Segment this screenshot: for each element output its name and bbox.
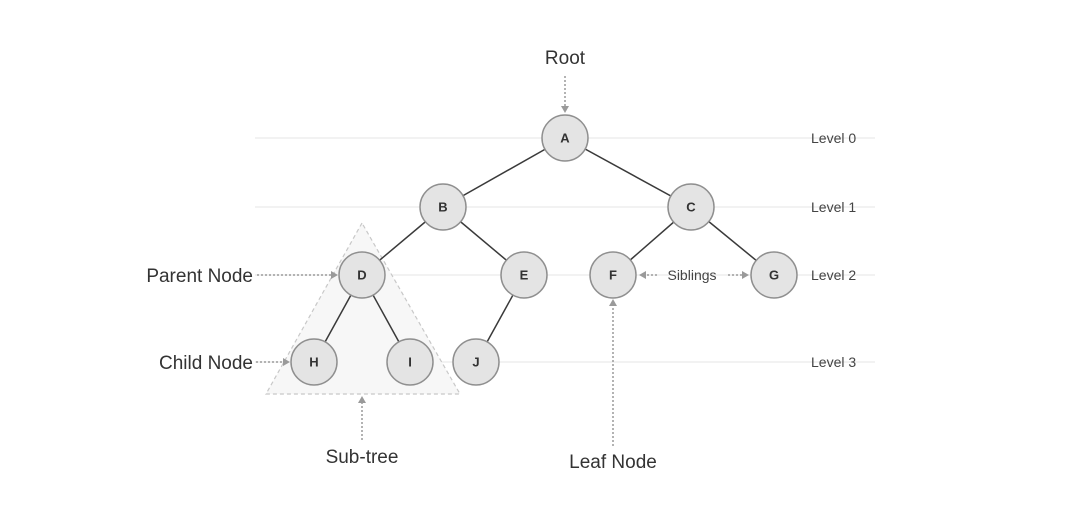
node-e-label: E (520, 268, 529, 283)
siblings-right-arrowhead (742, 271, 749, 279)
root-arrowhead (561, 106, 569, 113)
level-2-label: Level 2 (811, 267, 856, 283)
leaf-node-arrowhead (609, 299, 617, 306)
node-d-label: D (357, 268, 366, 283)
child-node-label: Child Node (159, 353, 253, 374)
node-e: E (500, 251, 548, 299)
siblings-left-arrowhead (639, 271, 646, 279)
leaf-node-label: Leaf Node (569, 452, 657, 473)
siblings-label: Siblings (667, 267, 716, 283)
node-c-label: C (686, 200, 696, 215)
node-f: F (589, 251, 637, 299)
level-0-label: Level 0 (811, 130, 856, 146)
edge-a-c (564, 137, 692, 208)
node-g: G (750, 251, 798, 299)
subtree-label: Sub-tree (326, 447, 399, 468)
node-d: D (338, 251, 386, 299)
node-c: C (667, 183, 715, 231)
node-b-label: B (438, 200, 447, 215)
parent-node-label: Parent Node (146, 266, 253, 287)
node-h-label: H (309, 355, 318, 370)
level-3-label: Level 3 (811, 354, 856, 370)
node-h: H (290, 338, 338, 386)
node-f-label: F (609, 268, 617, 283)
root-label: Root (545, 48, 586, 69)
node-j-label: J (472, 355, 479, 370)
parent-node-arrowhead (331, 271, 338, 279)
node-b: B (419, 183, 467, 231)
node-i: I (386, 338, 434, 386)
subtree-arrowhead (358, 396, 366, 403)
node-g-label: G (769, 268, 779, 283)
level-1-label: Level 1 (811, 199, 856, 215)
child-node-arrowhead (283, 358, 290, 366)
node-a: A (541, 114, 589, 162)
node-i-label: I (408, 355, 412, 370)
node-a-label: A (560, 131, 570, 146)
node-j: J (452, 338, 500, 386)
